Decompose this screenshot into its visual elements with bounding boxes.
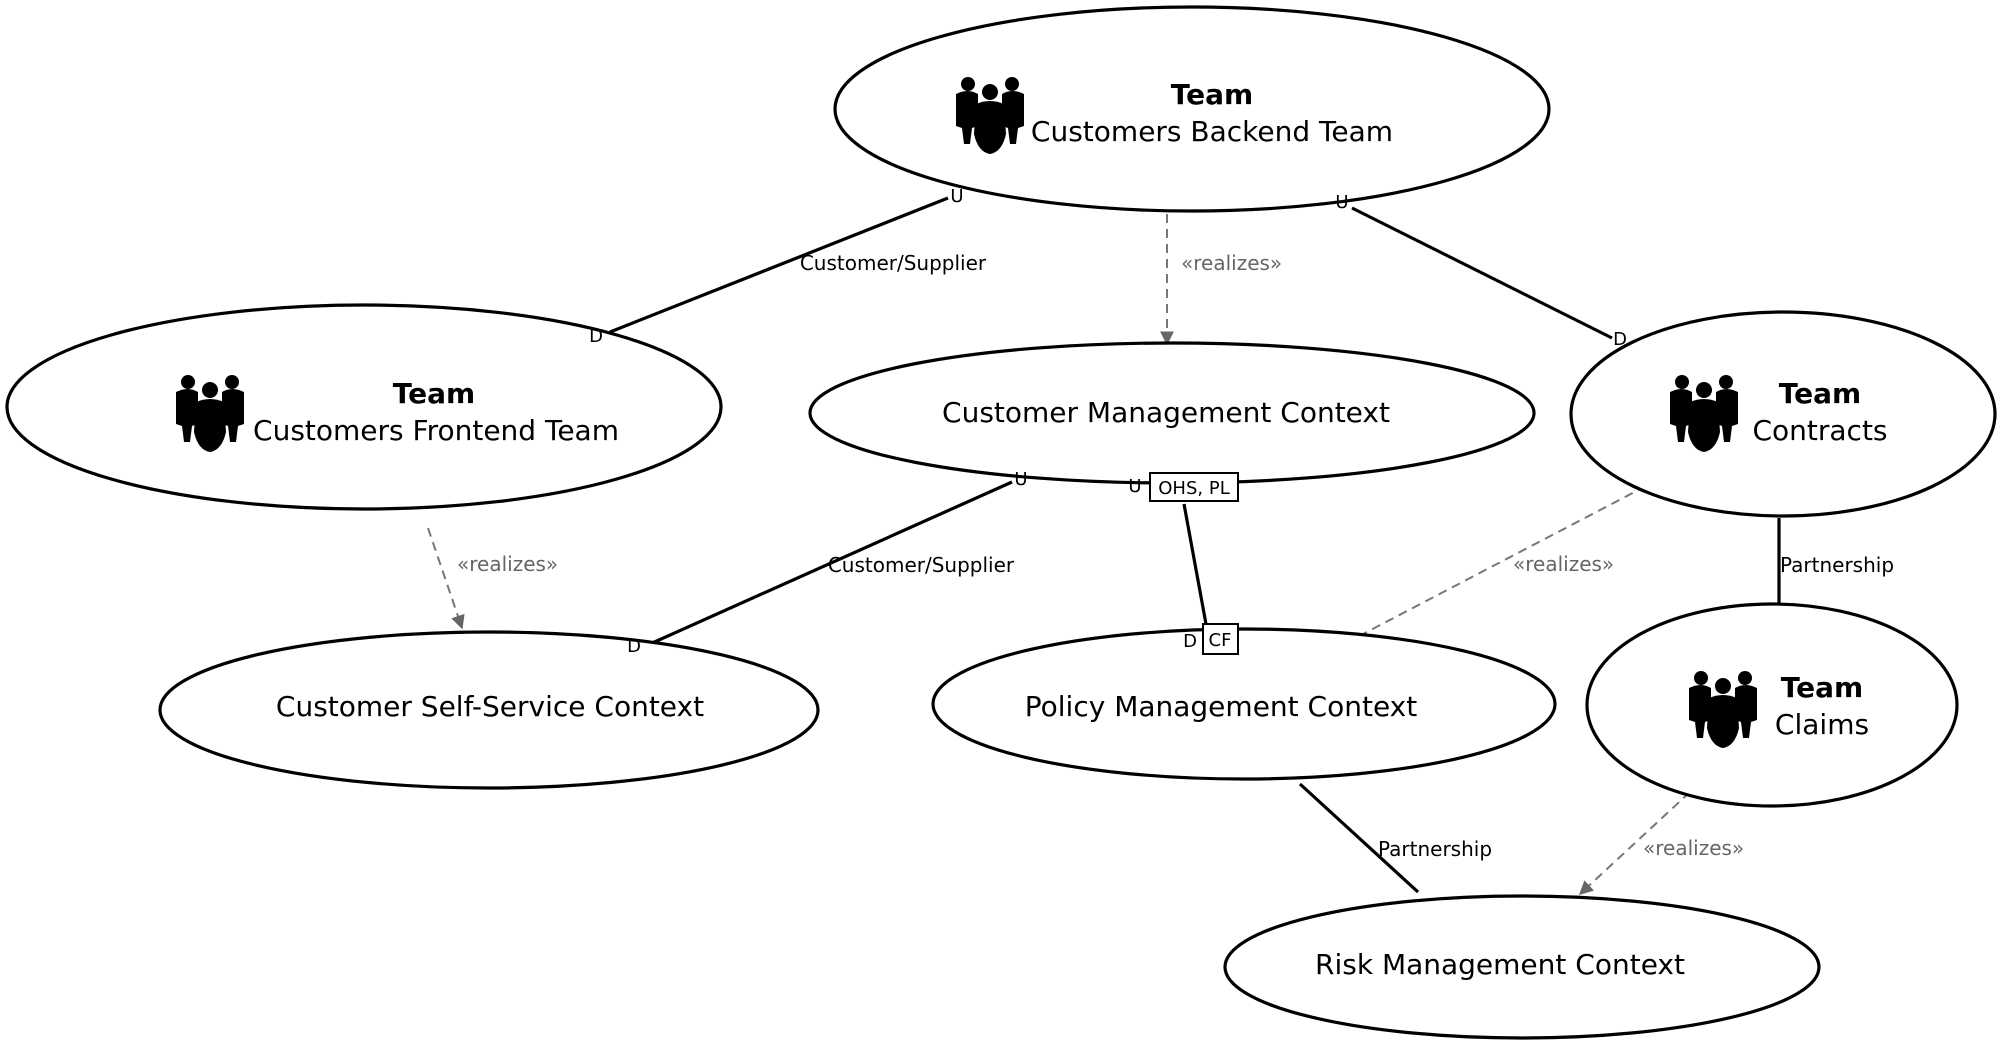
realizes-label: «realizes» (1181, 251, 1282, 275)
context-node-customer-management[interactable]: Customer Management Context (808, 341, 1536, 485)
team-icon (176, 375, 244, 452)
upstream-marker: U (1128, 476, 1141, 497)
team-icon (1670, 375, 1738, 452)
team-name-label: Customers Backend Team (1031, 115, 1393, 148)
context-name-label: Customer Management Context (942, 396, 1390, 429)
relationship-label: Customer/Supplier (800, 251, 987, 275)
team-kind-label: Team (393, 377, 475, 410)
upstream-marker: U (1014, 469, 1027, 490)
team-name-label: Claims (1775, 708, 1869, 741)
upstream-role-box (1149, 472, 1239, 502)
team-node-claims[interactable]: Team Claims (1585, 602, 1959, 808)
realization-contracts-policy (1340, 485, 1647, 646)
upstream-role-label: OHS, PL (1158, 478, 1229, 499)
downstream-marker: D (1613, 329, 1627, 350)
downstream-marker: D (627, 636, 641, 657)
realizes-label: «realizes» (457, 552, 558, 576)
team-name-label: Contracts (1752, 414, 1887, 447)
realization-frontend-selfservice (427, 527, 465, 630)
context-node-risk-management[interactable]: Risk Management Context (1223, 894, 1821, 1040)
realizes-label: «realizes» (1643, 836, 1744, 860)
team-name-label: Customers Frontend Team (253, 414, 619, 447)
relationship-label: Partnership (1378, 837, 1492, 861)
upstream-marker: U (1335, 192, 1348, 213)
relationship-backend-contracts (1351, 206, 1613, 340)
realizes-label: «realizes» (1513, 552, 1614, 576)
context-name-label: Policy Management Context (1025, 690, 1418, 723)
context-node-policy-management[interactable]: Policy Management Context (931, 627, 1557, 781)
context-name-label: Risk Management Context (1315, 948, 1685, 981)
downstream-marker: D (1183, 631, 1197, 652)
relationship-label: Partnership (1780, 553, 1894, 577)
team-icon (1689, 671, 1757, 748)
downstream-role-label: CF (1209, 630, 1232, 651)
relationship-backend-frontend (609, 196, 949, 334)
team-icon (956, 77, 1024, 154)
team-node-customers-backend[interactable]: Team Customers Backend Team (833, 5, 1551, 213)
realization-claims-risk (1578, 791, 1691, 895)
team-kind-label: Team (1779, 377, 1861, 410)
team-node-contracts[interactable]: Team Contracts (1569, 310, 1997, 518)
team-kind-label: Team (1781, 671, 1863, 704)
relationship-policy-risk (1298, 782, 1420, 894)
team-node-customers-frontend[interactable]: Team Customers Frontend Team (5, 303, 723, 511)
downstream-marker: D (589, 326, 603, 347)
relationship-custmgmt-selfservice (649, 480, 1013, 646)
relationship-label: Customer/Supplier (828, 553, 1015, 577)
upstream-marker: U (950, 186, 963, 207)
context-node-customer-self-service[interactable]: Customer Self-Service Context (158, 630, 820, 790)
context-name-label: Customer Self-Service Context (276, 690, 704, 723)
relationship-custmgmt-policy (1182, 503, 1208, 625)
downstream-role-box (1202, 623, 1239, 655)
team-kind-label: Team (1171, 78, 1253, 111)
